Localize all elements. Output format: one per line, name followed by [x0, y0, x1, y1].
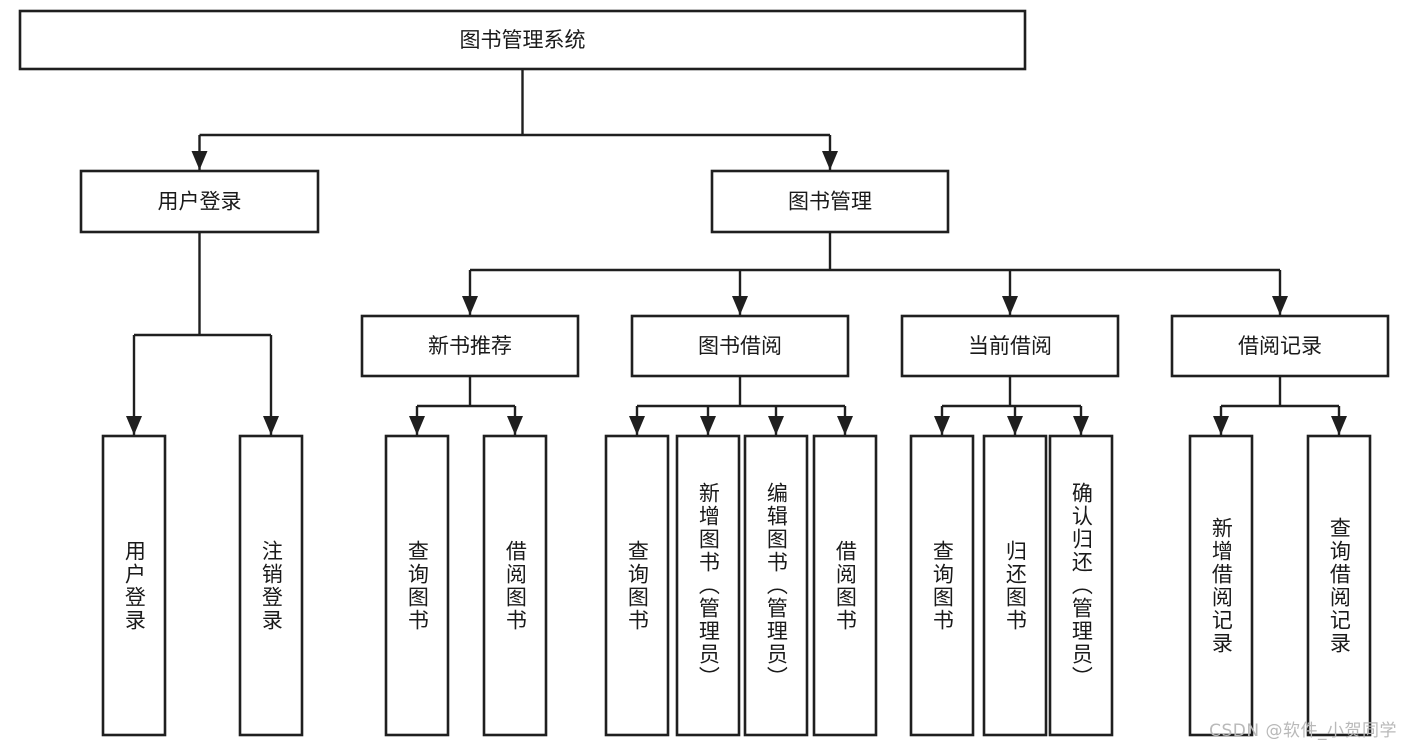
watermark-text: CSDN @软件_小贺同学 — [1209, 721, 1397, 741]
node-leaf-add-record[interactable] — [1188, 434, 1254, 737]
node-label-current-borrow: 当前借阅 — [968, 334, 1052, 358]
arrow-head-icon — [822, 151, 838, 170]
arrow-head-icon — [1331, 416, 1347, 435]
arrow-head-icon — [1002, 296, 1018, 315]
arrow-head-icon — [1213, 416, 1229, 435]
node-new-book-recommend[interactable] — [360, 314, 580, 378]
node-leaf-query-book-1[interactable] — [384, 434, 450, 737]
arrow-head-icon — [462, 296, 478, 315]
node-leaf-query-record[interactable] — [1306, 434, 1372, 737]
arrow-head-icon — [768, 416, 784, 435]
node-label-book-borrow: 图书借阅 — [698, 334, 782, 358]
arrow-head-icon — [263, 416, 279, 435]
node-leaf-return-book[interactable] — [982, 434, 1048, 737]
arrow-head-icon — [732, 296, 748, 315]
node-leaf-query-book-3[interactable] — [909, 434, 975, 737]
node-leaf-logout[interactable] — [238, 434, 304, 737]
arrow-head-icon — [1007, 416, 1023, 435]
node-borrow-record[interactable] — [1170, 314, 1390, 378]
arrow-head-icon — [191, 151, 208, 170]
node-label-new-book-recommend: 新书推荐 — [428, 334, 512, 358]
node-leaf-borrow-book-1[interactable] — [482, 434, 548, 737]
node-book-borrow[interactable] — [630, 314, 850, 378]
node-leaf-edit-book[interactable] — [743, 434, 809, 737]
node-book-management[interactable] — [710, 169, 950, 234]
connector-layer — [126, 69, 1347, 435]
arrow-head-icon — [837, 416, 853, 435]
node-user-login[interactable] — [79, 169, 320, 234]
arrow-head-icon — [934, 416, 950, 435]
node-root[interactable] — [18, 9, 1027, 71]
node-leaf-confirm-return[interactable] — [1048, 434, 1114, 737]
node-leaf-user-login[interactable] — [101, 434, 167, 737]
node-leaf-borrow-book-2[interactable] — [812, 434, 878, 737]
arrow-head-icon — [629, 416, 645, 435]
node-box-layer — [18, 9, 1390, 737]
node-label-root: 图书管理系统 — [460, 28, 586, 52]
arrow-head-icon — [700, 416, 716, 435]
node-label-borrow-record: 借阅记录 — [1238, 334, 1322, 358]
node-leaf-query-book-2[interactable] — [604, 434, 670, 737]
arrow-head-icon — [409, 416, 425, 435]
arrow-head-icon — [1272, 296, 1288, 315]
node-current-borrow[interactable] — [900, 314, 1120, 378]
arrow-head-icon — [507, 416, 523, 435]
node-label-user-login: 用户登录 — [158, 190, 242, 214]
arrow-head-icon — [126, 416, 142, 435]
node-label-book-management: 图书管理 — [788, 190, 872, 214]
arrow-head-icon — [1073, 416, 1089, 435]
node-leaf-add-book[interactable] — [675, 434, 741, 737]
